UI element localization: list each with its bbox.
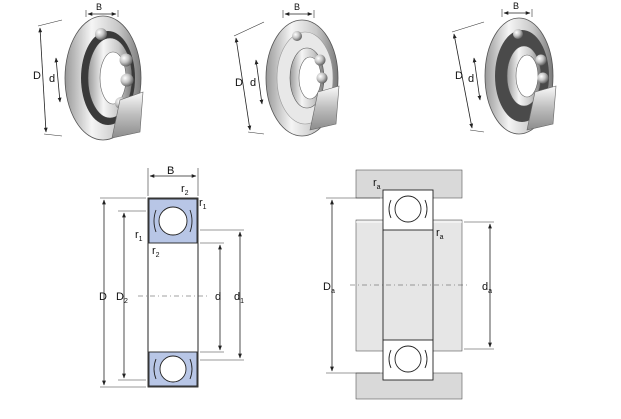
shielded-d-label: d xyxy=(250,77,256,89)
shaft xyxy=(355,219,463,352)
bearing-cross-section: B r2 r1 r1 r2 D D2 d d1 xyxy=(99,165,244,388)
section-D2-label: D2 xyxy=(116,291,128,305)
bearing-3d-sealed: B D d xyxy=(451,1,557,135)
section-d-label: d xyxy=(215,291,221,303)
section-B-label: B xyxy=(167,165,174,177)
mounting-ra-right: ra xyxy=(436,227,444,241)
section-r2-top: r2 xyxy=(181,183,189,197)
bearing-3d-open: B D d xyxy=(33,2,144,141)
top-ring-section xyxy=(148,198,198,244)
section-r2-bottom: r2 xyxy=(152,245,160,259)
open-D-label: D xyxy=(33,70,41,82)
shielded-D-label: D xyxy=(235,77,243,89)
section-r1-left: r1 xyxy=(135,229,143,243)
mounting-Da-label: Da xyxy=(323,281,335,295)
sealed-D-label: D xyxy=(455,70,463,82)
open-B-label: B xyxy=(96,2,102,12)
mounting-da-label: da xyxy=(482,281,492,295)
sealed-B-label: B xyxy=(513,1,519,11)
open-d-label: d xyxy=(49,73,55,85)
mounting-ra-top: ra xyxy=(373,177,381,191)
section-D-label: D xyxy=(99,291,107,303)
mounting-section: ra ra Da da xyxy=(323,169,494,400)
section-d1-label: d1 xyxy=(234,291,244,305)
sealed-d-label: d xyxy=(468,73,474,85)
shielded-B-label: B xyxy=(294,2,300,12)
section-r1-top: r1 xyxy=(199,197,207,211)
bearing-3d-shielded: B D d xyxy=(233,2,340,137)
